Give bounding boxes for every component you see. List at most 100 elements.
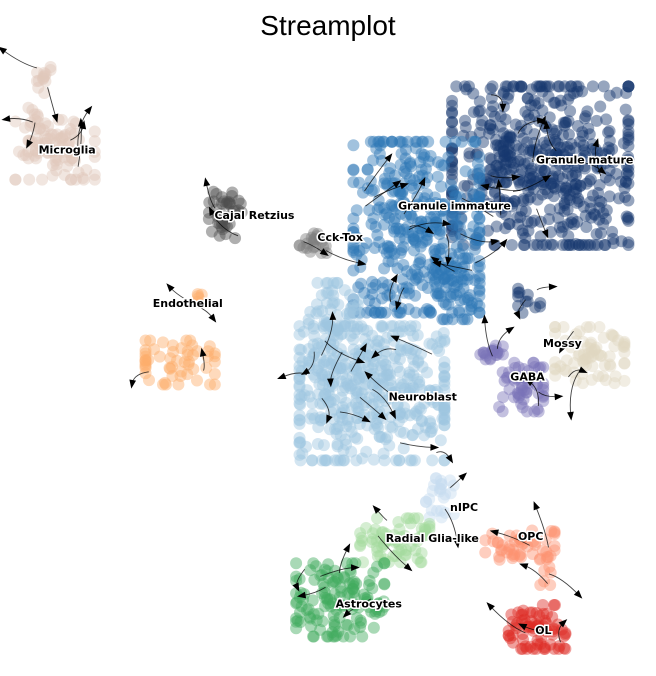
- point-astrocytes: [348, 623, 361, 636]
- point-granule-immature: [441, 313, 454, 326]
- point-microglia: [54, 132, 67, 145]
- point-neuroblast: [302, 343, 315, 356]
- point-gaba: [508, 391, 521, 404]
- point-mossy: [558, 363, 571, 376]
- point-neuroblast: [351, 323, 364, 336]
- point-radial-glia-like: [398, 529, 411, 542]
- point-radial-glia-like: [401, 532, 414, 545]
- point-granule-immature: [347, 293, 360, 306]
- point-cajal-retzius: [225, 207, 238, 220]
- point-granule-immature: [430, 223, 443, 236]
- point-astrocytes: [317, 577, 330, 590]
- point-granule-immature: [405, 160, 418, 173]
- point-granule-mature: [576, 129, 589, 142]
- point-microglia: [45, 128, 58, 141]
- velocity-arrow-icon: [541, 229, 549, 239]
- point-granule-mature: [509, 139, 522, 152]
- point-granule-mature: [454, 202, 467, 215]
- point-granule-mature: [535, 80, 548, 93]
- point-granule-mature: [563, 239, 576, 252]
- point-neuroblast: [316, 369, 329, 382]
- point-granule-mature: [450, 80, 463, 93]
- point-cajal-retzius: [226, 186, 239, 199]
- point-granule-mature: [467, 106, 480, 119]
- point-granule-immature: [420, 234, 433, 247]
- point-granule-mature: [603, 89, 616, 102]
- point-granule-mature: [577, 139, 590, 152]
- point-granule-mature: [522, 109, 535, 122]
- velocity-arrow-icon: [533, 501, 540, 511]
- point-microglia: [44, 132, 57, 145]
- point-neuroblast: [306, 397, 319, 410]
- point-mossy: [597, 331, 610, 344]
- point-granule-immature: [416, 135, 429, 148]
- point-neuroblast: [324, 335, 337, 348]
- point-granule-mature: [603, 144, 616, 157]
- point-microglia: [62, 137, 75, 150]
- point-granule-immature: [383, 211, 396, 224]
- point-microglia: [37, 72, 50, 85]
- point-granule-mature: [549, 96, 562, 109]
- point-granule-immature: [473, 221, 486, 234]
- point-granule-mature: [566, 170, 579, 183]
- point-opc: [533, 553, 546, 566]
- point-granule-immature: [383, 167, 396, 180]
- point-neuroblast: [372, 396, 385, 409]
- point-endothelial: [208, 350, 221, 363]
- point-granule-immature: [453, 306, 466, 319]
- point-ol: [511, 617, 524, 630]
- point-mossy: [570, 335, 583, 348]
- point-neuroblast: [310, 307, 323, 320]
- point-microglia: [50, 158, 63, 171]
- point-granule-mature: [480, 173, 493, 186]
- point-gaba: [512, 361, 525, 374]
- point-microglia: [39, 117, 52, 130]
- point-radial-glia-like: [365, 536, 378, 549]
- point-mossy: [579, 359, 592, 372]
- point-granule-immature: [470, 297, 483, 310]
- point-granule-mature: [622, 80, 635, 93]
- point-granule-mature: [593, 195, 606, 208]
- point-neuroblast: [368, 377, 381, 390]
- point-neuroblast: [349, 384, 362, 397]
- point-mossy: [560, 354, 573, 367]
- point-neuroblast: [335, 328, 348, 341]
- point-neuroblast: [438, 413, 451, 426]
- point-granule-immature: [424, 203, 437, 216]
- point-granule-mature: [560, 193, 573, 206]
- point-neuroblast: [418, 397, 431, 410]
- point-granule-immature: [355, 277, 368, 290]
- point-mossy: [618, 357, 631, 370]
- point-mossy: [572, 349, 585, 362]
- point-granule-mature: [591, 239, 604, 252]
- point-cajal-retzius: [202, 212, 215, 225]
- point-granule-immature: [437, 237, 450, 250]
- point-gaba: [522, 365, 535, 378]
- point-neuroblast: [413, 401, 426, 414]
- point-granule-mature: [528, 239, 541, 252]
- point-neuroblast: [312, 341, 325, 354]
- point-astrocytes: [378, 600, 391, 613]
- point-granule-mature: [446, 125, 459, 138]
- point-gaba: [479, 347, 492, 360]
- point-granule-mature: [558, 80, 571, 93]
- point-gaba: [517, 363, 530, 376]
- point-granule-mature: [486, 123, 499, 136]
- point-granule-mature: [516, 224, 529, 237]
- point-astrocytes: [362, 600, 375, 613]
- point-opc: [510, 529, 523, 542]
- point-neuroblast: [415, 384, 428, 397]
- point-granule-mature: [599, 212, 612, 225]
- point-ol: [548, 642, 561, 655]
- point-neuroblast: [331, 347, 344, 360]
- point-gaba: [484, 353, 497, 366]
- point-granule-mature: [547, 190, 560, 203]
- point-granule-mature: [488, 186, 501, 199]
- point-granule-immature: [399, 152, 412, 165]
- point-neuroblast: [432, 398, 445, 411]
- point-granule-mature: [620, 160, 633, 173]
- point-endothelial: [204, 378, 217, 391]
- point-astrocytes: [336, 599, 349, 612]
- point-neuroblast: [393, 454, 406, 467]
- point-neuroblast: [326, 284, 339, 297]
